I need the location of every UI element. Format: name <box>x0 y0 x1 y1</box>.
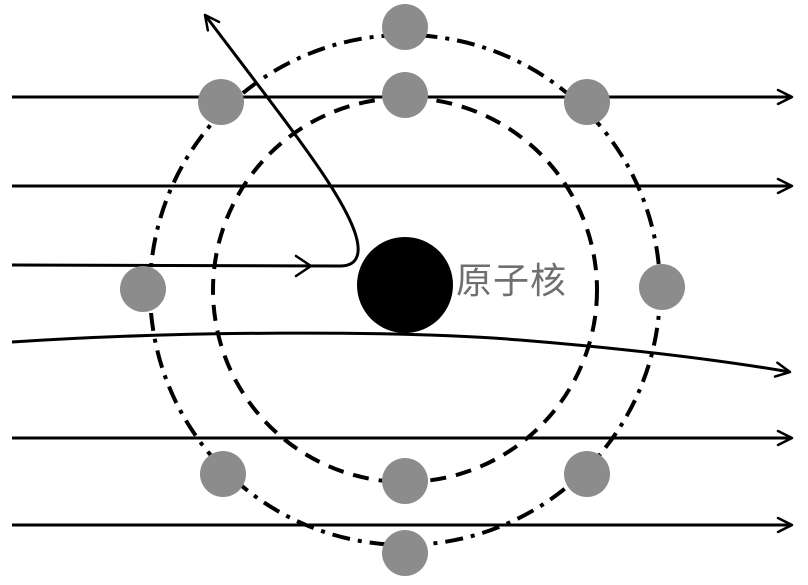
electron <box>382 72 428 118</box>
electron <box>639 264 685 310</box>
particle-path-deflected <box>11 331 792 378</box>
nucleus-label: 原子核 <box>456 261 567 302</box>
electron <box>382 458 428 504</box>
nucleus <box>357 237 453 333</box>
electron <box>198 79 244 125</box>
electron <box>382 530 428 576</box>
electron <box>382 4 428 50</box>
electron <box>564 79 610 125</box>
particle-path-backscattered <box>11 13 360 268</box>
incoming-direction-arrow <box>294 254 313 278</box>
electron <box>120 266 166 312</box>
electron <box>200 451 246 497</box>
electron <box>564 451 610 497</box>
